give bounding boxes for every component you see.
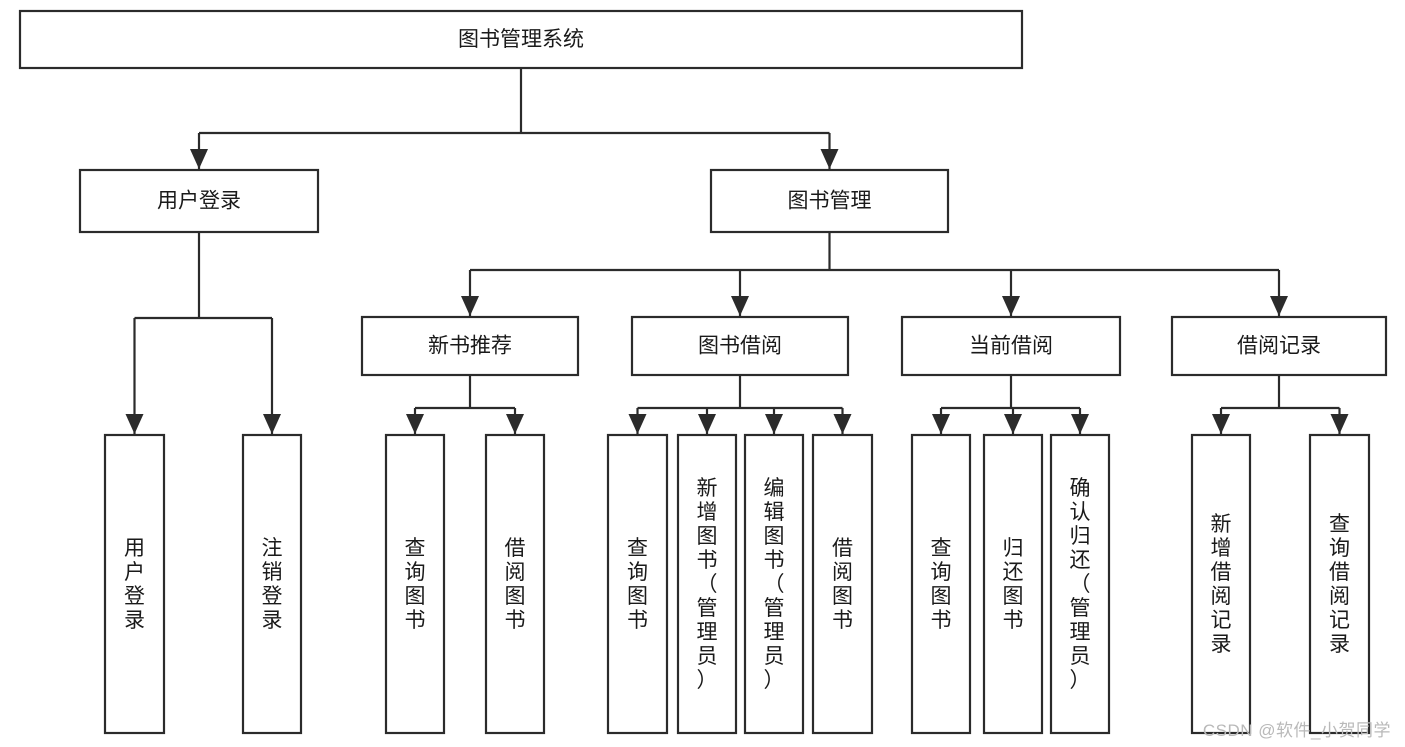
node-box-leaf-user-logout xyxy=(241,433,303,735)
node-label-leaf-confirm-return: 确认归还（管理员） xyxy=(1070,477,1091,692)
node-label-root: 图书管理系统 xyxy=(458,28,584,51)
node-label-leaf-add-borrow-record: 新增借阅记录 xyxy=(1211,513,1232,656)
node-box-leaf-edit-book xyxy=(743,433,805,735)
node-leaf-edit-book[interactable]: 编辑图书（管理员） xyxy=(743,433,805,735)
node-leaf-borrow-book-rec[interactable]: 借阅图书 xyxy=(484,433,546,735)
node-leaf-add-book[interactable]: 新增图书（管理员） xyxy=(676,433,738,735)
arrowhead-leaf-query-borrow-record xyxy=(1330,414,1349,434)
node-leaf-user-logout[interactable]: 注销登录 xyxy=(241,433,303,735)
node-label-leaf-borrow-book: 借阅图书 xyxy=(832,537,853,632)
arrowhead-book-manage xyxy=(820,149,839,169)
arrowhead-leaf-add-borrow-record xyxy=(1212,414,1230,434)
node-box-leaf-query-book-rec xyxy=(384,433,446,735)
node-borrow-record[interactable]: 借阅记录 xyxy=(1170,315,1388,377)
node-leaf-user-login[interactable]: 用户登录 xyxy=(103,433,166,735)
node-label-borrow-record: 借阅记录 xyxy=(1237,335,1321,358)
node-book-manage[interactable]: 图书管理 xyxy=(709,168,950,234)
node-leaf-return-book[interactable]: 归还图书 xyxy=(982,433,1044,735)
arrowhead-leaf-user-login xyxy=(125,414,144,434)
node-leaf-query-borrow-record[interactable]: 查询借阅记录 xyxy=(1308,433,1371,735)
node-box-book-borrow xyxy=(630,315,850,377)
arrowhead-leaf-return-book xyxy=(1004,414,1022,434)
node-label-user-login: 用户登录 xyxy=(157,190,241,213)
node-label-leaf-query-book-rec: 查询图书 xyxy=(405,537,426,632)
node-box-leaf-query-borrow-record xyxy=(1308,433,1371,735)
node-box-borrow-record xyxy=(1170,315,1388,377)
node-box-leaf-borrow-book-rec xyxy=(484,433,546,735)
node-label-leaf-user-logout: 注销登录 xyxy=(262,537,283,632)
arrowhead-borrow-record xyxy=(1270,296,1288,316)
node-box-current-borrow xyxy=(900,315,1122,377)
node-box-user-login xyxy=(78,168,320,234)
arrowhead-leaf-borrow-book-rec xyxy=(506,414,524,434)
node-leaf-query-book-borrow[interactable]: 查询图书 xyxy=(606,433,669,735)
node-label-current-borrow: 当前借阅 xyxy=(969,335,1053,358)
node-box-leaf-confirm-return xyxy=(1049,433,1111,735)
arrowhead-leaf-borrow-book xyxy=(833,414,852,434)
node-leaf-query-book-current[interactable]: 查询图书 xyxy=(910,433,972,735)
node-label-leaf-add-book: 新增图书（管理员） xyxy=(697,477,718,692)
arrowhead-book-borrow xyxy=(731,296,749,316)
node-box-root xyxy=(18,9,1024,70)
arrowhead-leaf-edit-book xyxy=(765,414,783,434)
node-label-leaf-borrow-book-rec: 借阅图书 xyxy=(505,537,526,632)
node-label-leaf-edit-book: 编辑图书（管理员） xyxy=(764,477,785,692)
arrowhead-leaf-confirm-return xyxy=(1071,414,1089,434)
node-label-leaf-user-login: 用户登录 xyxy=(124,537,145,632)
node-current-borrow[interactable]: 当前借阅 xyxy=(900,315,1122,377)
node-leaf-borrow-book[interactable]: 借阅图书 xyxy=(811,433,874,735)
node-leaf-query-book-rec[interactable]: 查询图书 xyxy=(384,433,446,735)
node-box-leaf-query-book-current xyxy=(910,433,972,735)
node-new-book-rec[interactable]: 新书推荐 xyxy=(360,315,580,377)
arrowhead-leaf-query-book-rec xyxy=(406,414,424,434)
node-user-login[interactable]: 用户登录 xyxy=(78,168,320,234)
node-book-borrow[interactable]: 图书借阅 xyxy=(630,315,850,377)
node-label-leaf-query-book-borrow: 查询图书 xyxy=(627,537,648,632)
node-box-leaf-add-book xyxy=(676,433,738,735)
node-leaf-add-borrow-record[interactable]: 新增借阅记录 xyxy=(1190,433,1252,735)
node-box-leaf-query-book-borrow xyxy=(606,433,669,735)
node-box-book-manage xyxy=(709,168,950,234)
connector-layer xyxy=(125,68,1349,434)
node-box-leaf-borrow-book xyxy=(811,433,874,735)
arrowhead-new-book-rec xyxy=(461,296,479,316)
node-box-leaf-user-login xyxy=(103,433,166,735)
node-box-leaf-add-borrow-record xyxy=(1190,433,1252,735)
node-box-new-book-rec xyxy=(360,315,580,377)
node-label-new-book-rec: 新书推荐 xyxy=(428,335,512,358)
node-label-leaf-return-book: 归还图书 xyxy=(1003,537,1024,632)
arrowhead-current-borrow xyxy=(1002,296,1020,316)
node-root[interactable]: 图书管理系统 xyxy=(18,9,1024,70)
arrowhead-leaf-user-logout xyxy=(263,414,281,434)
watermark-text: CSDN @软件_小贺同学 xyxy=(1202,721,1391,740)
arrowhead-leaf-query-book-borrow xyxy=(628,414,647,434)
node-box-leaf-return-book xyxy=(982,433,1044,735)
node-label-book-manage: 图书管理 xyxy=(788,190,872,213)
node-leaf-confirm-return[interactable]: 确认归还（管理员） xyxy=(1049,433,1111,735)
node-label-leaf-query-book-current: 查询图书 xyxy=(931,537,952,632)
node-label-leaf-query-borrow-record: 查询借阅记录 xyxy=(1329,513,1350,656)
node-label-book-borrow: 图书借阅 xyxy=(698,335,782,358)
arrowhead-leaf-add-book xyxy=(698,414,716,434)
node-layer: 图书管理系统用户登录图书管理新书推荐图书借阅当前借阅借阅记录用户登录注销登录查询… xyxy=(18,9,1388,735)
arrowhead-user-login xyxy=(190,149,208,169)
arrowhead-leaf-query-book-current xyxy=(932,414,950,434)
